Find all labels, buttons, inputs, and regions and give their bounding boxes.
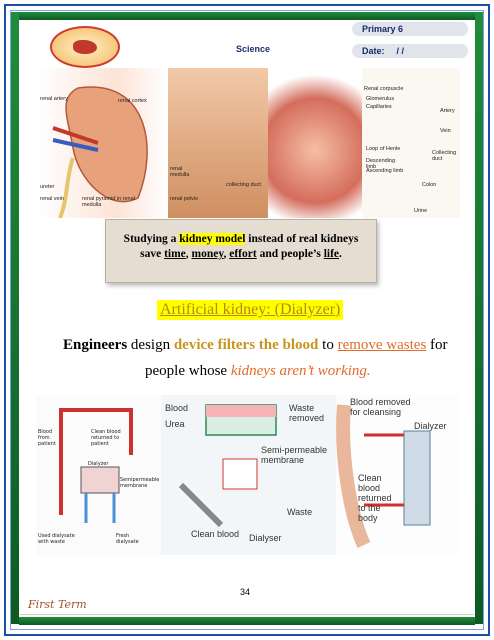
page-number: 34 [240, 587, 251, 597]
right-border-bar [475, 12, 483, 624]
fig-label: Glomerulus [366, 96, 395, 102]
term-device: device filters the blood [173, 337, 319, 353]
kidney-model-note: Studying a kidney model instead of real … [105, 219, 377, 283]
fig-label: Blood from patient [38, 429, 56, 447]
fig-label: Loop of Henle [366, 146, 401, 152]
term-engineers: Engineers [63, 337, 128, 353]
left-border-bar [11, 12, 19, 624]
header-info: Primary 6 Date: / / [352, 22, 468, 66]
dialysis-machine-illustration [336, 404, 431, 548]
fig-label: Renal corpuscle [364, 86, 404, 92]
fig-label: renal pyramid in renal medulla [82, 196, 135, 208]
dialysis-figure: Blood from patient Clean blood returned … [36, 395, 460, 555]
banner-sep: , [185, 248, 192, 260]
banner-and: and people’s [256, 248, 324, 260]
banner-save: save [140, 248, 165, 260]
fig-label: Clean blood [191, 529, 240, 539]
fig-label: Clean blood returned to the body [358, 473, 392, 523]
banner-highlight: kidney model [179, 233, 246, 245]
term-kidneys: kidneys aren’t working. [230, 363, 371, 379]
banner-text-post: instead of real kidneys [245, 233, 359, 245]
fig-label: Colon [422, 182, 437, 188]
fig-label: Collecting duct [432, 150, 457, 162]
footer-divider [20, 614, 474, 615]
kidney-anatomy-figure: renal artery renal vein renal cortex ure… [38, 68, 460, 218]
date-pill: Date: / / [352, 44, 468, 58]
fig-label: Dialyzer [88, 461, 109, 467]
body-text: for [426, 337, 448, 353]
grade-text: Primary 6 [362, 24, 404, 34]
dialyser-process-panel: Blood Urea Waste removed Semi-permeable … [161, 395, 336, 555]
term-remove-wastes: remove wastes [337, 337, 427, 353]
banner-sep: , [223, 248, 230, 260]
fig-label: Waste removed [289, 403, 325, 423]
body-line-1: Engineers design device filters the bloo… [63, 337, 448, 354]
fig-label: Urea [165, 419, 185, 429]
fig-label: ureter [40, 184, 55, 190]
banner-money: money [191, 248, 224, 260]
fig-label: Artery [440, 108, 455, 114]
kidney-section-illustration [52, 86, 148, 218]
body-line-2: people whose kidneys aren’t working. [145, 363, 371, 380]
bottom-border-bar [19, 617, 475, 625]
dialysis-machine-panel: Blood removed for cleansing Dialyzer Cle… [336, 395, 460, 555]
fig-label: Clean blood returned to patient [91, 429, 121, 447]
fig-label: Urine [414, 208, 428, 214]
section-title: Artificial kidney: (Dialyzer) [157, 300, 344, 320]
fig-label: Used dialysate with waste [38, 533, 75, 545]
fig-label: Descending limb [366, 158, 396, 170]
date-label: Date: [362, 46, 385, 56]
kidney-cross-section-panel: renal artery renal vein renal cortex ure… [38, 68, 168, 218]
school-logo [50, 26, 120, 68]
footer-term: First Term [28, 598, 87, 611]
body-text: design [127, 337, 174, 353]
date-slashes: / / [396, 46, 405, 56]
kidney-illustration-panel [268, 68, 362, 218]
top-border-bar [19, 12, 475, 20]
fig-label: renal vein [40, 196, 64, 202]
banner-effort: effort [229, 248, 257, 260]
grade-pill: Primary 6 [352, 22, 468, 36]
fig-label: Fresh dialysate [116, 533, 139, 545]
banner-time: time [164, 248, 186, 260]
fig-label: Ascending limb [366, 168, 404, 174]
fig-label: renal cortex [118, 98, 147, 104]
body-text: people whose [145, 363, 231, 379]
fig-label: Semipermeable membrane [120, 477, 160, 489]
fig-label: renal artery [40, 96, 68, 102]
fig-label: renal medulla [170, 166, 190, 178]
banner-text-pre: Studying a [123, 233, 180, 245]
dialysis-loop-illustration [59, 408, 133, 523]
fig-label: collecting duct [226, 182, 261, 188]
fig-label: renal pelvis [170, 196, 198, 202]
fig-label: Waste [287, 507, 313, 517]
dialysis-diagram-panel: Blood from patient Clean blood returned … [36, 395, 161, 555]
nephron-detail-panel: renal medulla renal pelvis collecting du… [168, 68, 268, 218]
fig-label: Capillaries [366, 104, 392, 110]
page-frame-outer [4, 4, 490, 636]
dialyser-process-illustration [178, 404, 277, 528]
banner-life: life [323, 248, 340, 260]
banner-text: Studying a kidney model instead of real … [106, 232, 376, 262]
fig-label: Dialyser [249, 533, 282, 543]
fig-label: Blood [165, 403, 189, 413]
page-frame-inner [10, 10, 484, 630]
fig-label: Semi-permeable membrane [261, 445, 328, 465]
banner-end: . [339, 248, 342, 260]
fig-label: Blood removed for cleansing [350, 397, 411, 417]
nephron-diagram-panel: Renal corpuscle Glomerulus Capillaries L… [362, 68, 460, 218]
logo-emblem-icon [73, 40, 97, 54]
body-text: to [318, 337, 338, 353]
fig-label: Vein [440, 128, 451, 134]
subject-title: Science [236, 44, 271, 54]
fig-label: Dialyzer [414, 421, 447, 431]
